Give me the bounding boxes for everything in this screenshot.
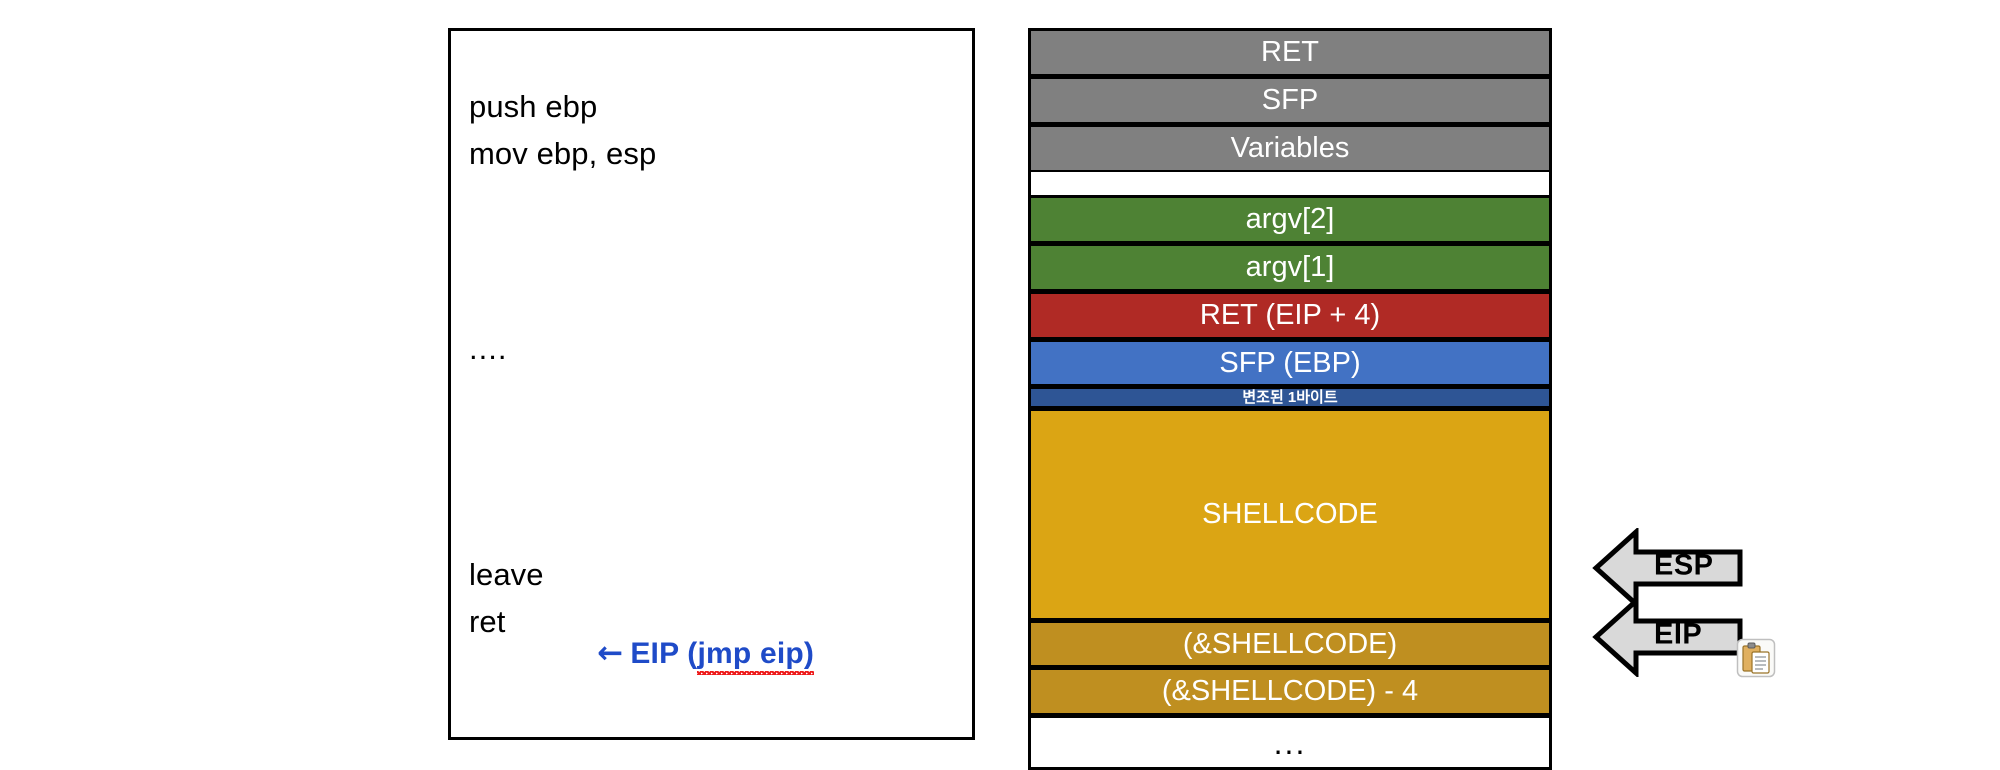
stack-row-shellcode-addr: (&SHELLCODE) [1028, 620, 1552, 668]
stack-row-shellcode: SHELLCODE [1028, 408, 1552, 621]
code-line-leave: leave [469, 557, 544, 592]
assembly-code-panel: push ebp mov ebp, esp .... leave ret ←EI… [448, 28, 975, 740]
code-line-ellipsis: .... [469, 331, 508, 366]
stack-row-label: argv[2] [1245, 203, 1335, 235]
stack-row-label: Variables [1230, 132, 1350, 164]
stack-row-variables: Variables [1028, 124, 1552, 173]
stack-row-argv-2: argv[2] [1028, 195, 1552, 244]
stack-row-label: RET [1261, 36, 1319, 68]
stack-row-label: 변조된 1바이트 [1242, 389, 1338, 406]
stack-frame-diagram: RET SFP Variables argv[2] argv[1] RET (E… [1028, 28, 1552, 770]
stack-row-label: SFP (EBP) [1219, 346, 1361, 379]
stack-row-label: SFP [1261, 84, 1319, 116]
eip-annotation-label: EIP ( [630, 637, 698, 670]
left-arrow-shape-icon [1592, 528, 1743, 608]
clipboard-paste-icon[interactable] [1736, 638, 1776, 678]
code-line-push-ebp: push ebp [469, 89, 598, 124]
stack-row-argv-1: argv[1] [1028, 243, 1552, 292]
stack-row-ellipsis: ... [1028, 715, 1552, 770]
stack-row-gap [1028, 172, 1552, 196]
stack-row-label: ... [1273, 724, 1307, 761]
code-line-mov-ebp-esp: mov ebp, esp [469, 136, 657, 171]
esp-pointer-arrow: ESP [1592, 528, 1744, 608]
left-arrow-icon: ← [597, 635, 624, 671]
eip-annotation-misspelled-text: jmp eip) [697, 637, 815, 675]
stack-row-label: (&SHELLCODE) [1182, 627, 1398, 660]
stack-row-sfp-outer: SFP [1028, 76, 1552, 125]
register-pointer-group: ESP EIP [1592, 528, 1744, 678]
stack-row-label: argv[1] [1245, 251, 1335, 283]
stack-row-ret-eip-plus-4: RET (EIP + 4) [1028, 291, 1552, 340]
stack-row-label: SHELLCODE [1202, 498, 1378, 530]
eip-annotation: ←EIP (jmp eip) [563, 601, 814, 705]
stack-row-label: RET (EIP + 4) [1199, 299, 1381, 331]
stack-row-ret-outer: RET [1028, 28, 1552, 77]
code-line-ret: ret [469, 604, 506, 639]
stack-row-label: (&SHELLCODE) - 4 [1161, 675, 1419, 707]
stack-row-shellcode-addr-minus-4: (&SHELLCODE) - 4 [1028, 667, 1552, 716]
eip-pointer-arrow: EIP [1592, 597, 1744, 677]
stack-row-sfp-ebp: SFP (EBP) [1028, 339, 1552, 387]
stack-row-modified-byte: 변조된 1바이트 [1028, 386, 1552, 409]
left-arrow-shape-icon [1592, 597, 1743, 677]
